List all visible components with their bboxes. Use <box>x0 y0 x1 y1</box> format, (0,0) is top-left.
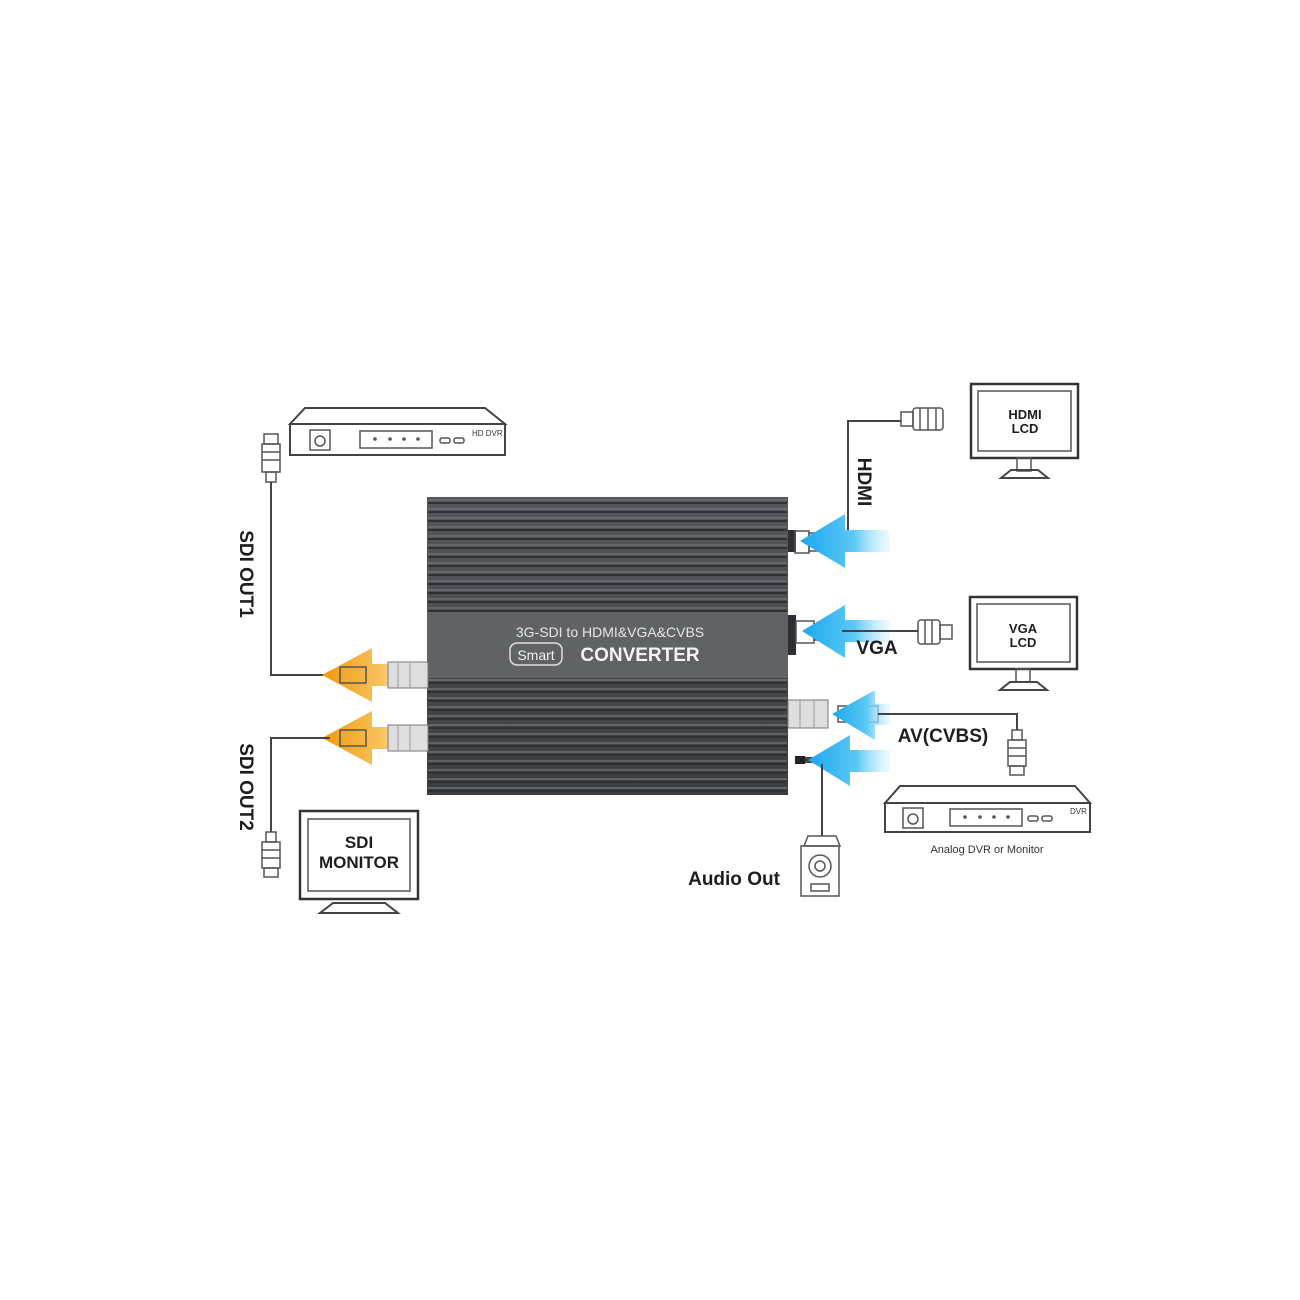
smart-badge-frame <box>509 642 563 666</box>
sdi-out1-arrow <box>322 648 420 702</box>
audio-out-label: Audio Out <box>688 869 780 890</box>
vga-lcd-device: VGA LCD <box>968 595 1079 691</box>
hd-dvr-device: HD DVR <box>287 407 508 456</box>
dvr-label: DVR <box>1070 807 1087 816</box>
hdmi-lcd-label-2: LCD <box>1012 421 1039 436</box>
bnc-port-out1 <box>339 661 429 689</box>
hd-dvr-label: HD DVR <box>472 429 503 438</box>
analog-dvr-device: DVR <box>882 785 1093 833</box>
smart-badge: Smart <box>517 647 554 663</box>
vga-group: VGA VGA LCD <box>795 595 1079 691</box>
hdmi-lcd-device: HDMI LCD <box>969 382 1080 479</box>
sdi-out2-arrow <box>322 711 420 765</box>
bnc-connector-av <box>1007 729 1027 776</box>
converter-unit: 3G-SDI to HDMI&VGA&CVBS Smart CONVERTER <box>427 497 796 795</box>
vga-port <box>788 615 796 655</box>
av-cvbs-label: AV(CVBS) <box>898 726 988 747</box>
heatsink-fins <box>428 499 787 792</box>
hdmi-port <box>788 530 796 552</box>
converter-title: CONVERTER <box>580 645 700 666</box>
analog-caption: Analog DVR or Monitor <box>930 844 1043 856</box>
audio-input-arrow <box>808 735 890 786</box>
audio-out-group: Audio Out <box>688 735 890 897</box>
hdmi-plug <box>900 407 944 431</box>
av-input-arrow <box>832 690 890 740</box>
av-cable <box>878 713 1018 730</box>
sdi-out2-group: SDI OUT2 SDI MONITOR <box>235 711 429 914</box>
sdi-out1-cable <box>270 482 330 676</box>
sdi-out1-label: SDI OUT1 <box>235 530 256 618</box>
bnc-connector-out1 <box>261 433 281 483</box>
sdi-monitor-label-2: MONITOR <box>319 853 399 872</box>
vga-lcd-label-2: LCD <box>1010 635 1037 650</box>
sdi-out2-cable <box>270 737 330 832</box>
converter-label-plate <box>427 612 788 678</box>
sdi-monitor-device: SDI MONITOR <box>298 809 420 914</box>
hdmi-label: HDMI <box>853 458 874 507</box>
audio-jack <box>795 756 805 764</box>
hdmi-group: HDMI LCD HDMI <box>794 382 1080 568</box>
vga-plug-display <box>917 619 953 645</box>
vga-label: VGA <box>856 638 897 659</box>
bnc-connector-out2 <box>261 831 281 878</box>
vga-lcd-label-1: VGA <box>1009 621 1038 636</box>
hdmi-lcd-label-1: HDMI <box>1008 407 1041 422</box>
hdmi-input-arrow <box>800 514 890 568</box>
hdmi-cable <box>847 420 901 540</box>
converter-subtitle: 3G-SDI to HDMI&VGA&CVBS <box>516 624 704 640</box>
bnc-port-out2 <box>339 724 429 752</box>
sdi-monitor-label-1: SDI <box>345 833 373 852</box>
sdi-out2-label: SDI OUT2 <box>235 743 256 831</box>
av-cvbs-group: AV(CVBS) DVR Analog DVR or Monitor <box>787 690 1093 856</box>
speaker-device <box>800 835 842 897</box>
sdi-out1-group: HD DVR SDI OUT1 <box>235 407 508 702</box>
